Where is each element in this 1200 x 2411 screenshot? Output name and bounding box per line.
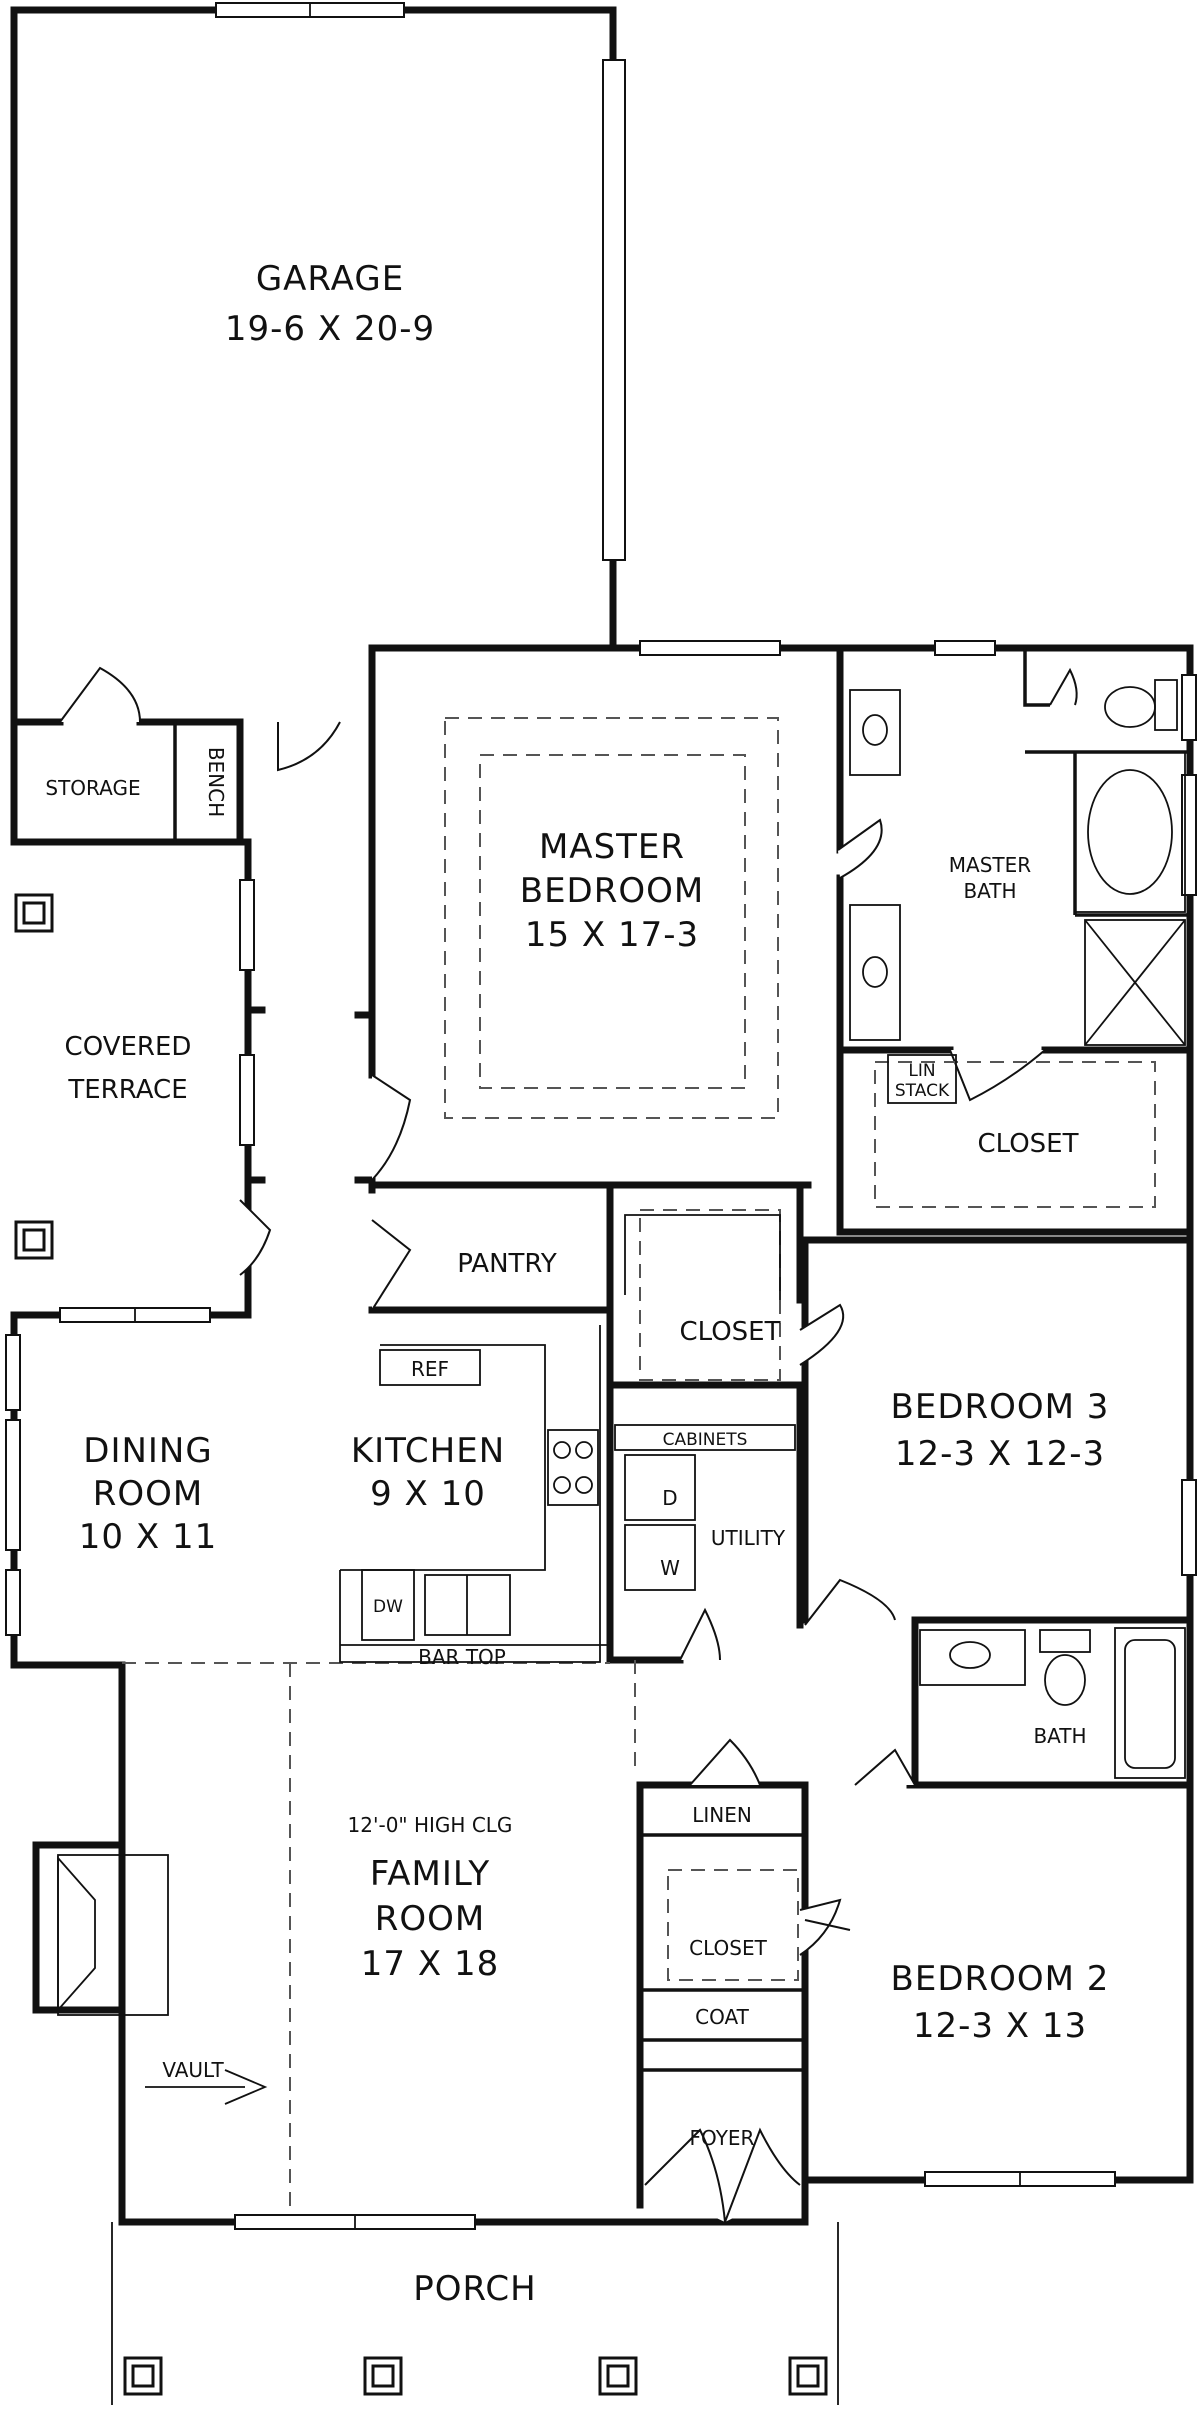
bedroom2-dims: 12-3 X 13 [913, 2006, 1087, 2046]
terrace-label-2: TERRACE [67, 1075, 187, 1105]
linen-label: LINEN [692, 1803, 752, 1827]
bed2-closet-label: CLOSET [689, 1936, 767, 1960]
kitchen-label: KITCHEN [351, 1431, 505, 1471]
master-bedroom-dims: 15 X 17-3 [525, 915, 699, 955]
dw-label: DW [373, 1597, 403, 1617]
cabinets-label: CABINETS [663, 1430, 748, 1450]
foyer-label: FOYER [690, 2126, 755, 2150]
lin-stack-label-2: STACK [895, 1081, 950, 1101]
bench-label: BENCH [204, 747, 228, 817]
garage-label: GARAGE [256, 259, 404, 299]
porch [14, 893, 839, 2405]
garage-door [602, 59, 626, 561]
dining-label-2: ROOM [93, 1474, 203, 1514]
bath-label: BATH [1033, 1724, 1086, 1748]
dining-dims: 10 X 11 [79, 1517, 217, 1557]
family-label-2: ROOM [375, 1899, 485, 1939]
family-note: 12'-0" HIGH CLG [348, 1813, 513, 1837]
family-label-1: FAMILY [370, 1854, 490, 1894]
porch-label: PORCH [413, 2269, 537, 2309]
master-bath-label-2: BATH [963, 879, 1016, 903]
master-closet-label: CLOSET [978, 1129, 1079, 1159]
ceiling-and-divisions [122, 717, 1156, 2215]
vault-label: VAULT [162, 2058, 224, 2082]
ref-label: REF [411, 1357, 449, 1381]
bedroom3-dims: 12-3 X 12-3 [895, 1434, 1105, 1474]
kitchen-dims: 9 X 10 [370, 1474, 486, 1514]
lin-stack-label-1: LIN [908, 1061, 935, 1081]
bedroom3-label: BEDROOM 3 [891, 1387, 1110, 1427]
center-closet-label: CLOSET [680, 1317, 781, 1347]
master-bedroom-label-1: MASTER [539, 827, 685, 867]
garage-dims: 19-6 X 20-9 [225, 309, 435, 349]
bedroom2-label: BEDROOM 2 [891, 1959, 1110, 1999]
family-dims: 17 X 18 [361, 1944, 499, 1984]
pantry-label: PANTRY [457, 1249, 557, 1279]
bar-top-label: BAR TOP [418, 1645, 506, 1669]
doors [59, 666, 1078, 2223]
fixtures [145, 679, 1186, 2105]
room-labels: GARAGE 19-6 X 20-9 STORAGE BENCH COVERED… [45, 259, 1110, 2309]
coat-label: COAT [695, 2005, 749, 2029]
master-window [639, 640, 781, 656]
dryer-label: D [662, 1486, 677, 1510]
master-bedroom-label-2: BEDROOM [520, 871, 704, 911]
dining-label-1: DINING [83, 1431, 212, 1471]
utility-label: UTILITY [711, 1526, 786, 1550]
storage-label: STORAGE [45, 776, 140, 800]
master-bath-label-1: MASTER [949, 853, 1031, 877]
washer-label: W [660, 1556, 680, 1580]
windows [5, 2, 1197, 2230]
terrace-label-1: COVERED [65, 1032, 192, 1062]
